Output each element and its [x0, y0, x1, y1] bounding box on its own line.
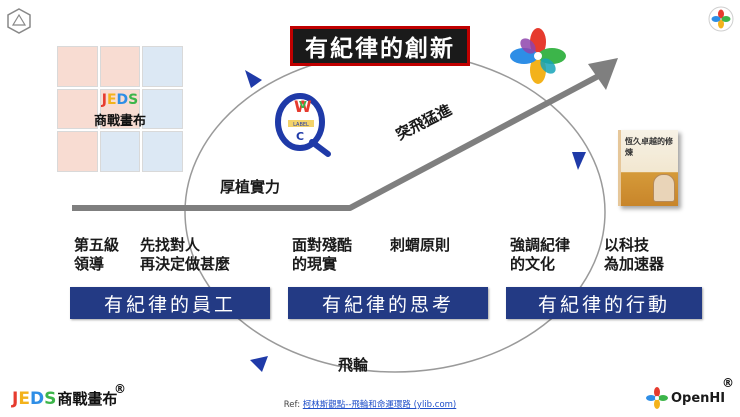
grid-cell: [99, 131, 141, 172]
col1-left-line1: 第五級: [74, 236, 120, 254]
box-disciplined-thought: 有紀律的思考: [288, 287, 488, 319]
title-box: 有紀律的創新: [290, 26, 470, 66]
registered-mark-right: ®: [722, 376, 734, 390]
box-disciplined-action: 有紀律的行動: [506, 287, 702, 319]
openhi-corner-icon: [708, 6, 734, 32]
jeds-logo-small: JEDS: [101, 92, 139, 108]
col3-left-text: 強調紀律 的文化: [510, 236, 570, 274]
col3-left-line1: 強調紀律: [510, 236, 571, 254]
reference-line: Ref: 柯林斯觀點--飛輪和命運環路 (ylib.com): [0, 398, 740, 410]
book-author-photo: [653, 174, 675, 202]
book-title: 恆久卓越的修煉: [625, 137, 673, 157]
col3-right-line2: 為加速器: [604, 255, 665, 273]
grid-cell: [57, 46, 98, 87]
col3-right-text: 以科技 為加速器: [604, 236, 664, 274]
book-cover: 恆久卓越的修煉: [618, 130, 678, 206]
col1-right-line2: 再決定做甚麼: [140, 255, 231, 273]
grid-cell: [142, 131, 183, 172]
loop-arrow-bottom: [250, 356, 268, 372]
flywheel-loop: [184, 51, 606, 373]
grid-cell: [57, 131, 98, 172]
grid-cell: [142, 88, 183, 130]
jeds-logo: JEDS: [12, 389, 57, 409]
trend-arrowhead: [588, 58, 618, 90]
box-disciplined-action-text: 有紀律的行動: [537, 293, 670, 316]
grid-cell: [57, 88, 98, 130]
label-flywheel: 飛輪: [338, 356, 369, 374]
footer-brand: JEDS 商戰畫布: [12, 388, 117, 409]
col2-left-line2: 的現實: [292, 255, 338, 273]
grid-brand-chinese: 商戰畫布: [93, 114, 146, 129]
colorful-flower-icon: [510, 28, 566, 84]
col1-left-line2: 領導: [74, 255, 105, 273]
col2-right-text: 刺蝟原則: [390, 236, 450, 255]
col1-right-text: 先找對人 再決定做甚麼: [140, 236, 230, 274]
col2-right-line1: 刺蝟原則: [390, 236, 451, 254]
label-foundation: 厚植實力: [220, 178, 281, 196]
reference-link[interactable]: 柯林斯觀點--飛輪和命運環路 (ylib.com): [302, 400, 457, 410]
vcq-c: C: [296, 130, 304, 143]
openhi-text: OpenHI: [671, 391, 726, 406]
loop-arrow-right: [572, 152, 586, 170]
grid-cell: [99, 88, 141, 130]
vcq-logo-icon: LABEL W V C: [275, 93, 331, 157]
vcq-w: W: [294, 97, 312, 116]
box-disciplined-people: 有紀律的員工: [70, 287, 270, 319]
col2-left-line1: 面對殘酷: [292, 236, 353, 254]
grid-cell: [142, 46, 183, 87]
reference-prefix: Ref:: [283, 400, 303, 410]
col2-left-text: 面對殘酷 的現實: [292, 236, 352, 274]
trend-arrow-line: [72, 69, 608, 211]
footer-brand-chinese: 商戰畫布: [57, 390, 118, 408]
col3-left-line2: 的文化: [510, 255, 556, 273]
registered-mark-left: ®: [114, 382, 126, 396]
grid-brand: JEDS 商戰畫布: [57, 92, 183, 129]
box-disciplined-people-text: 有紀律的員工: [103, 293, 236, 316]
hexagon-logo-icon: [7, 8, 31, 34]
vcq-v: V: [299, 100, 307, 111]
col1-left-text: 第五級 領導: [74, 236, 119, 274]
grid-cell: [99, 46, 141, 87]
col1-right-line1: 先找對人: [140, 236, 201, 254]
openhi-logo-icon: [646, 387, 668, 409]
vcq-ribbon: LABEL: [293, 122, 309, 128]
col3-right-line1: 以科技: [604, 236, 650, 254]
business-canvas-grid: [57, 46, 183, 172]
box-disciplined-thought-text: 有紀律的思考: [321, 293, 454, 316]
title-text: 有紀律的創新: [305, 36, 455, 62]
loop-arrow-top-left: [245, 70, 262, 88]
